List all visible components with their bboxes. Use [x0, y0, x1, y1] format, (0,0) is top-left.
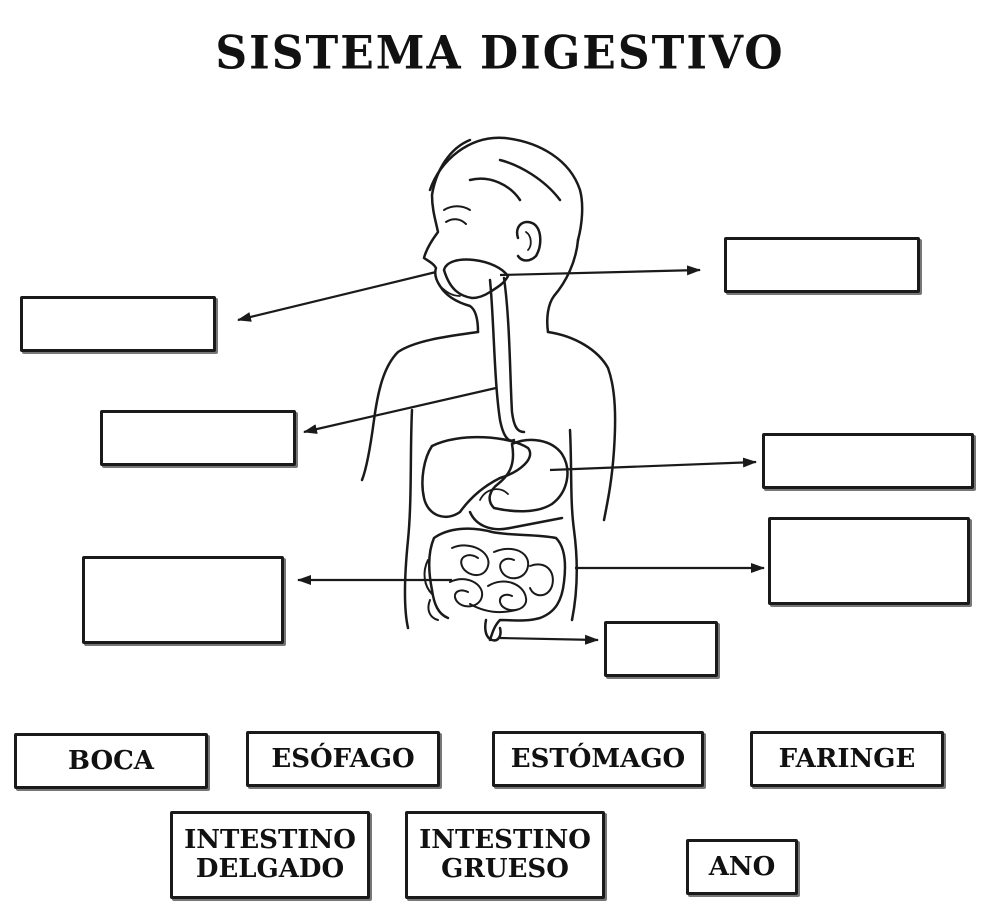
answer-blank-5[interactable] — [768, 517, 970, 605]
word-card-faringe[interactable]: FARINGE — [750, 731, 944, 787]
word-card-text-line-1: INTESTINO — [419, 825, 591, 856]
head-outline — [422, 138, 480, 334]
arrow-to-blank-3 — [303, 386, 497, 434]
word-card-text-line-2: DELGADO — [195, 854, 345, 884]
esophagus — [488, 276, 526, 442]
back-of-head — [546, 238, 580, 334]
page-title: SISTEMA DIGESTIVO — [215, 26, 785, 81]
word-card-boca[interactable]: BOCA — [14, 733, 208, 789]
word-card-text: ESÓFAGO — [271, 743, 415, 774]
left-torso-side — [403, 408, 414, 630]
ear-outline — [515, 220, 542, 262]
small-intestine — [449, 544, 554, 613]
eye — [445, 218, 467, 225]
answer-blank-1[interactable] — [724, 237, 920, 293]
stomach — [488, 438, 569, 513]
left-shoulder-arm — [360, 330, 480, 482]
arrow-to-blank-2 — [237, 270, 437, 322]
liver — [421, 435, 532, 518]
answer-blank-4[interactable] — [762, 433, 974, 489]
pointer-arrows — [237, 265, 765, 645]
arrow-to-blank-1 — [499, 265, 701, 277]
large-intestine — [428, 527, 567, 642]
rectum — [484, 618, 502, 642]
arrow-to-blank-4 — [549, 457, 757, 472]
word-card-esofago[interactable]: ESÓFAGO — [246, 731, 440, 787]
answer-blank-3[interactable] — [100, 410, 296, 466]
word-card-intestino-grueso[interactable]: INTESTINO GRUESO — [405, 811, 605, 899]
duodenum — [468, 510, 564, 531]
arrow-to-blank-7 — [499, 634, 599, 645]
word-card-text: FARINGE — [778, 743, 916, 774]
answer-blank-7[interactable] — [604, 621, 718, 677]
word-card-ano[interactable]: ANO — [686, 839, 798, 895]
answer-blank-6[interactable] — [82, 556, 284, 644]
answer-blank-2[interactable] — [20, 296, 216, 352]
hair-outline — [428, 136, 584, 242]
mouth-cavity — [442, 258, 510, 300]
word-card-text: BOCA — [68, 745, 154, 776]
word-card-text-line-1: INTESTINO — [184, 825, 356, 856]
right-shoulder-arm — [546, 330, 617, 522]
word-card-intestino-delgado[interactable]: INTESTINO DELGADO — [170, 811, 370, 899]
word-card-estomago[interactable]: ESTÓMAGO — [492, 731, 704, 787]
word-card-text-line-2: GRUESO — [441, 854, 569, 884]
right-torso-side — [568, 428, 579, 622]
word-card-text: ANO — [708, 851, 776, 882]
word-card-text: ESTÓMAGO — [510, 743, 686, 774]
